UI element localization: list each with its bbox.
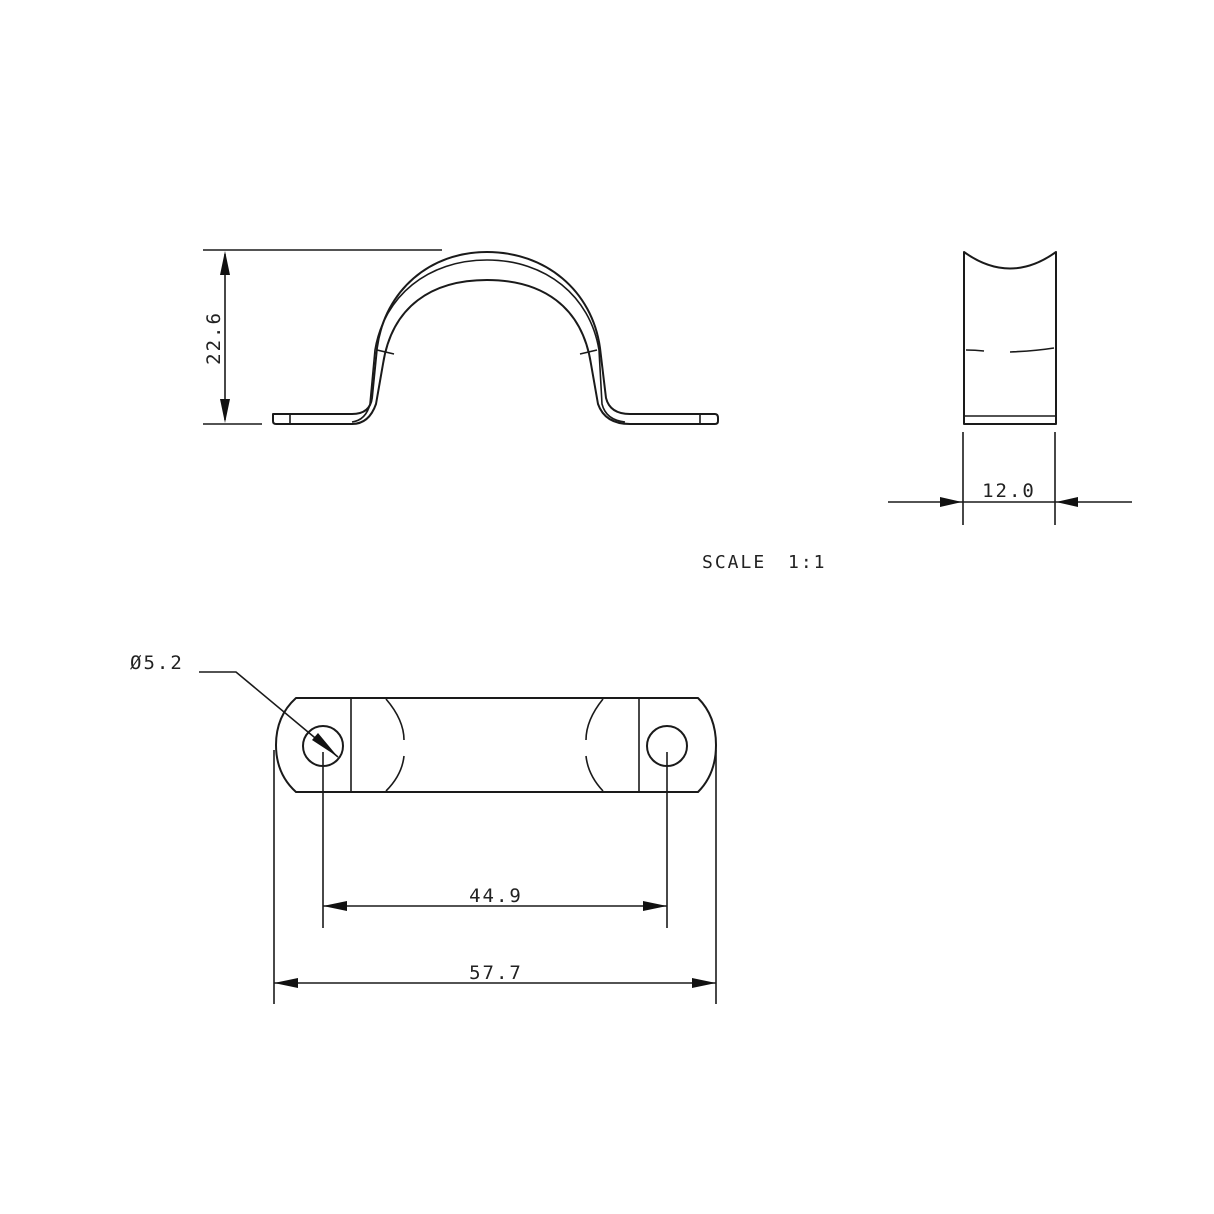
scale-note: SCALE 1:1 bbox=[702, 552, 827, 573]
scale-value: 1:1 bbox=[788, 552, 827, 573]
height-dimension: 22.6 bbox=[203, 311, 225, 365]
overall-length-dimension: 57.7 bbox=[469, 962, 523, 984]
hole-diameter-dimension: Ø5.2 bbox=[130, 652, 184, 674]
top-view: Ø5.2 44.9 57.7 bbox=[130, 652, 717, 1004]
hole-spacing-dimension: 44.9 bbox=[469, 885, 523, 907]
scale-label: SCALE bbox=[702, 552, 766, 573]
side-view: 12.0 bbox=[888, 251, 1132, 525]
width-dimension: 12.0 bbox=[982, 480, 1036, 502]
front-view: 22.6 bbox=[203, 249, 719, 425]
